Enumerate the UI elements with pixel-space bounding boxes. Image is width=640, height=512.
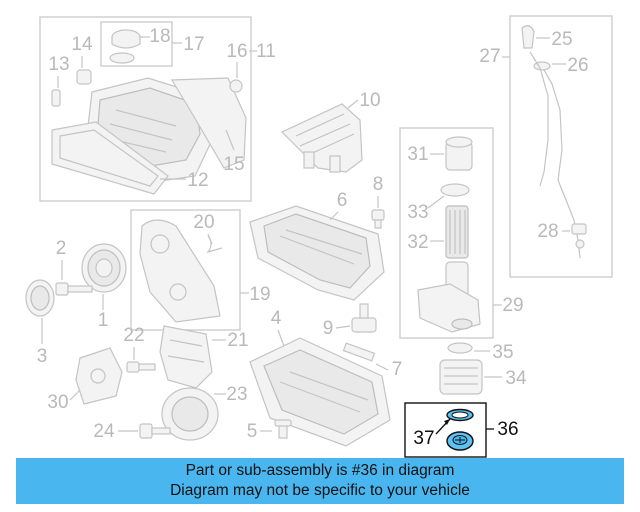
banner-line-2: Diagram may not be specific to your vehi… [170,482,470,499]
label-5[interactable]: 5 [247,421,258,442]
label-31[interactable]: 31 [407,144,428,165]
sensor-9-illustration[interactable] [351,303,377,333]
seal-37-ring-illustration[interactable] [446,408,474,422]
parts-diagram: 11 12 13 14 15 16 17 18 10 6 8 19 20 [25,15,613,458]
label-27[interactable]: 27 [479,46,500,67]
o-ring-33-illustration[interactable] [440,183,470,197]
oil-filler-cap-illustration[interactable] [109,29,141,64]
filter-cap-31-illustration[interactable] [445,136,473,171]
label-29[interactable]: 29 [502,295,523,316]
label-11[interactable]: 11 [256,41,276,62]
label-20[interactable]: 20 [193,212,214,233]
dipstick-handle-25-illustration[interactable] [521,25,535,49]
label-37[interactable]: 37 [413,428,434,449]
label-34[interactable]: 34 [505,368,527,389]
plate-23-illustration[interactable] [161,387,219,441]
filter-housing-illustration[interactable] [417,261,481,333]
info-banner: Part or sub-assembly is #36 in diagram D… [16,458,624,504]
oil-cooler-34-illustration[interactable] [439,359,483,395]
drain-plug-5-illustration[interactable] [274,419,292,439]
label-33[interactable]: 33 [407,202,428,223]
label-8[interactable]: 8 [373,174,384,195]
oil-filter-group-frame [399,127,494,339]
breather-plug-illustration[interactable] [51,69,243,107]
label-26[interactable]: 26 [567,55,588,76]
label-22[interactable]: 22 [123,325,144,346]
label-2[interactable]: 2 [56,238,67,259]
oil-baffle-illustration[interactable] [280,103,363,173]
lower-oil-pan-illustration[interactable] [249,337,391,447]
label-32[interactable]: 32 [407,232,428,253]
cover-36-part-illustration[interactable] [446,431,474,451]
label-15[interactable]: 15 [223,154,244,175]
banner-line-1: Part or sub-assembly is #36 in diagram [185,462,455,479]
dipstick-group-frame [509,15,613,278]
gasket-7-illustration[interactable] [342,342,376,362]
label-23[interactable]: 23 [226,384,247,405]
highlighted-group-frame [404,402,487,458]
label-7[interactable]: 7 [392,359,403,380]
label-35[interactable]: 35 [492,342,513,363]
bracket-28-illustration[interactable] [571,223,587,249]
front-seal-illustration[interactable] [25,279,55,317]
cap-subgroup-frame [100,21,173,67]
valve-cover-group-frame [39,16,252,202]
label-10[interactable]: 10 [359,90,380,111]
timing-cover-illustration[interactable] [139,219,223,323]
bracket-21-illustration[interactable] [159,325,213,389]
label-19[interactable]: 19 [249,284,270,305]
label-12[interactable]: 12 [187,170,208,191]
label-9[interactable]: 9 [323,318,334,339]
label-1[interactable]: 1 [98,310,109,331]
label-30[interactable]: 30 [47,392,68,413]
bolt-24-illustration[interactable] [139,423,171,439]
label-24[interactable]: 24 [93,421,115,442]
arrow-37-head [444,419,450,425]
label-14[interactable]: 14 [71,34,93,55]
label-16[interactable]: 16 [226,41,247,62]
label-3[interactable]: 3 [37,346,48,367]
label-17[interactable]: 17 [183,34,204,55]
label-4[interactable]: 4 [271,308,282,329]
cover-plate-30-illustration[interactable] [75,347,123,405]
bolt-8-illustration[interactable] [371,209,385,229]
cover-gasket-illustration[interactable] [51,121,169,195]
label-18[interactable]: 18 [149,26,170,47]
upper-oil-pan-illustration[interactable] [249,205,385,301]
label-25[interactable]: 25 [551,29,572,50]
label-36[interactable]: 36 [497,419,518,440]
label-13[interactable]: 13 [48,54,69,75]
bolt-22-illustration[interactable] [126,361,156,373]
crankshaft-pulley-illustration[interactable] [81,243,127,293]
filter-element-32-illustration[interactable] [445,205,469,259]
label-28[interactable]: 28 [537,221,558,242]
pulley-bolt-illustration[interactable] [55,282,93,296]
label-6[interactable]: 6 [337,190,348,211]
label-21[interactable]: 21 [227,330,248,351]
seal-35-illustration[interactable] [447,342,473,354]
